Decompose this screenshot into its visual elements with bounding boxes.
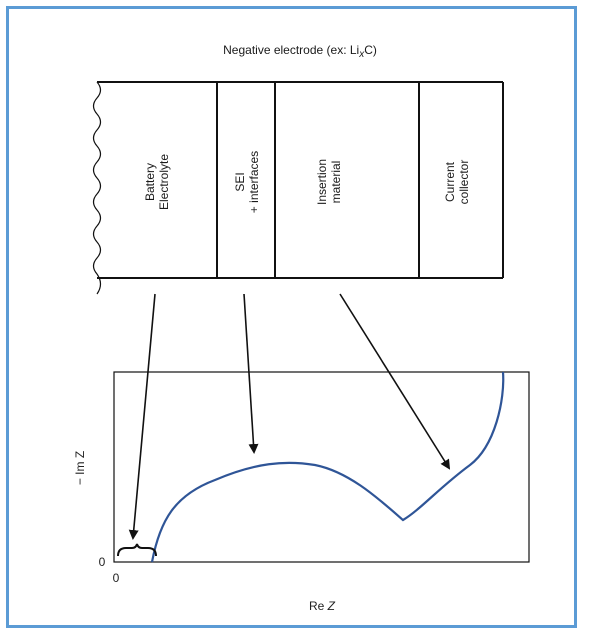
svg-text:Insertion: Insertion <box>315 159 329 205</box>
y-origin-label: 0 <box>99 555 106 569</box>
electrode-layers <box>92 81 504 295</box>
x-origin-label: 0 <box>113 571 120 585</box>
layer-label-collector: Current collector <box>443 160 471 205</box>
wavy-electrolyte-edge <box>92 81 102 295</box>
svg-text:+ interfaces: + interfaces <box>247 151 261 213</box>
impedance-curve <box>150 371 505 563</box>
x-axis-label: Re Z <box>309 599 336 613</box>
y-axis-label: − Im Z <box>73 451 87 485</box>
arrow-insertion <box>339 293 451 470</box>
arrows <box>128 293 451 540</box>
layer-label-sei: SEI + interfaces <box>233 151 261 213</box>
layer-label-electrolyte: Battery Electrolyte <box>143 154 171 210</box>
svg-text:collector: collector <box>457 160 471 205</box>
svg-text:Battery: Battery <box>143 163 157 201</box>
arrow-sei <box>243 293 259 454</box>
svg-text:material: material <box>329 161 343 204</box>
impedance-plot-frame <box>113 371 530 563</box>
svg-text:Electrolyte: Electrolyte <box>157 154 171 210</box>
svg-text:Current: Current <box>443 161 457 202</box>
figure-frame <box>6 6 577 628</box>
arrow-electrolyte <box>128 293 156 540</box>
svg-text:SEI: SEI <box>233 172 247 191</box>
electrolyte-resistance-brace <box>117 543 157 557</box>
diagram-title: Negative electrode (ex: LixC) <box>223 43 377 60</box>
layer-label-insertion: Insertion material <box>315 159 343 205</box>
